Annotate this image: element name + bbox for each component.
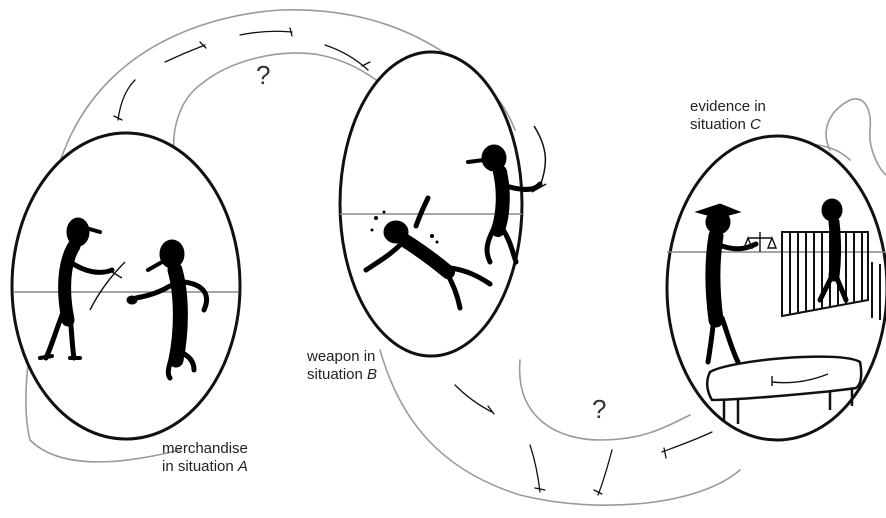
sword-icon [454, 384, 493, 413]
blood-splash-icon [370, 210, 439, 244]
sword-icon [117, 79, 136, 121]
judge-figure [694, 203, 759, 365]
label-situation-c: evidence in situation C [690, 98, 766, 134]
sword-icon [89, 261, 126, 311]
label-situation-b-letter: B [367, 366, 378, 383]
question-mark-bottom: ? [592, 394, 607, 424]
sword-icon [529, 444, 541, 493]
sword-icon [164, 44, 206, 63]
sword-icon [597, 449, 613, 496]
label-situation-b-line2: situation [307, 366, 368, 383]
label-situation-c-line1: evidence in [690, 98, 766, 115]
sword-icon [771, 373, 829, 386]
prisoner-figure [817, 198, 849, 303]
buyer-figure [126, 239, 209, 381]
sword-icon [324, 44, 369, 71]
label-situation-b: weapon in situation B [307, 348, 377, 384]
attacker-figure [466, 144, 543, 265]
victim-figure [363, 195, 493, 311]
scales-of-justice-icon [742, 232, 778, 252]
label-situation-a-line2: in situation [162, 458, 238, 475]
sword-icon [661, 431, 713, 453]
sword-icon [239, 30, 293, 36]
sword-icons-path [113, 27, 713, 496]
label-situation-a-line1: merchandise [162, 440, 248, 457]
seller-figure [38, 217, 115, 361]
label-situation-c-line2: situation [690, 116, 751, 133]
label-situation-a: merchandise in situation A [162, 440, 248, 476]
evidence-table [706, 355, 863, 424]
label-situation-a-letter: A [237, 458, 248, 475]
situation-b-circle [338, 50, 547, 358]
situation-a-circle [10, 131, 242, 441]
situation-c-circle [665, 134, 886, 442]
question-mark-top: ? [256, 60, 271, 90]
sword-icon [531, 125, 547, 193]
label-situation-c-letter: C [750, 116, 761, 133]
label-situation-b-line1: weapon in [307, 348, 376, 365]
